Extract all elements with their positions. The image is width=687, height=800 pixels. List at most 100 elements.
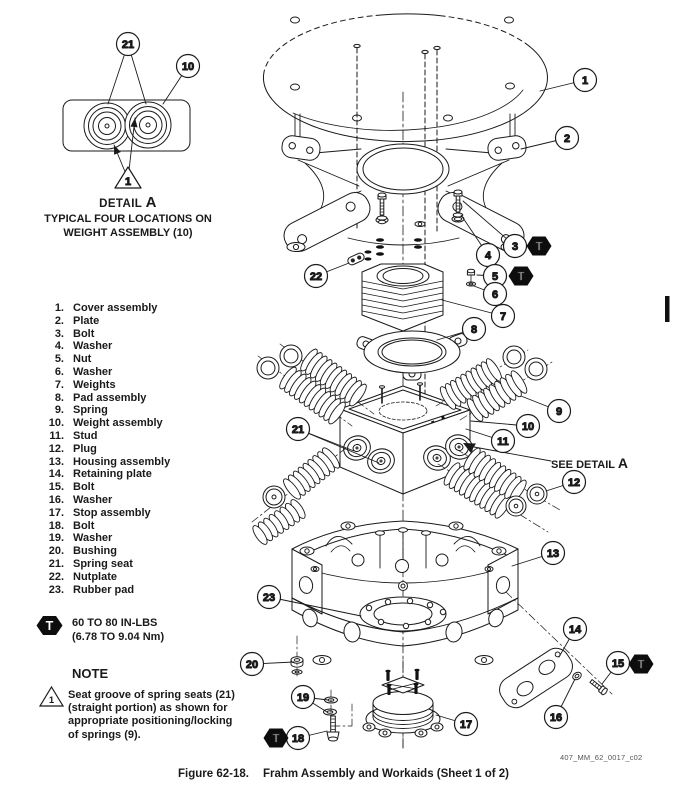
- svg-text:9: 9: [556, 406, 562, 418]
- spring: [283, 447, 340, 500]
- part-name: Washer: [73, 493, 113, 506]
- part-number: 21.: [48, 557, 64, 570]
- plug-cap: [505, 495, 527, 517]
- parts-list-item: 8. Pad assembly: [40, 392, 170, 405]
- parts-list-item: 15. Bolt: [40, 481, 170, 494]
- detail-a-caption: DETAIL A TYPICAL FOUR LOCATIONS ON WEIGH…: [38, 194, 218, 240]
- part-name: Bolt: [73, 481, 95, 494]
- part-number: 18.: [48, 519, 64, 532]
- svg-text:2: 2: [564, 133, 570, 145]
- callout-13: 13: [511, 540, 566, 567]
- note-line: Seat groove of spring seats (21): [68, 689, 235, 701]
- part-name: Spring seat: [73, 557, 133, 570]
- part-name: Pad assembly: [73, 391, 147, 404]
- callout-9: 9: [520, 395, 572, 424]
- pad-assembly: [356, 330, 468, 381]
- bolt-3-left: [376, 192, 388, 225]
- doc-reference: 407_MM_62_0017_c02: [560, 753, 643, 762]
- svg-text:10: 10: [182, 61, 194, 73]
- callout-11: 11: [465, 428, 516, 454]
- spring-seat-port: [445, 434, 473, 460]
- parts-list-item: 12. Plug: [40, 443, 170, 456]
- svg-text:T: T: [517, 269, 525, 283]
- callout-7: 7: [441, 299, 516, 329]
- bolt-18: [326, 689, 353, 742]
- callout-1: 1: [113, 117, 142, 189]
- note-line: (straight portion) as shown for: [68, 702, 228, 715]
- callout-10: 10: [162, 53, 201, 105]
- svg-text:3: 3: [512, 241, 518, 253]
- parts-list-item: 20. Bushing: [40, 545, 170, 558]
- svg-text:16: 16: [550, 712, 562, 724]
- parts-list-item: 19. Washer: [40, 532, 170, 545]
- part-name: Weight assembly: [73, 417, 163, 430]
- note-flag-icon: 1: [38, 685, 65, 707]
- callout-8: 8: [436, 316, 487, 342]
- svg-text:T: T: [272, 731, 280, 745]
- svg-text:23: 23: [263, 592, 275, 604]
- parts-list-item: 14. Retaining plate: [40, 468, 170, 481]
- svg-text:17: 17: [460, 719, 472, 731]
- part-name: Washer: [73, 340, 113, 353]
- svg-text:20: 20: [246, 659, 258, 671]
- part-number: 23.: [48, 583, 64, 596]
- revision-change-bar: [665, 296, 670, 322]
- torque-symbol: T: [508, 266, 534, 286]
- plug-dome: [524, 357, 548, 381]
- bolt-15: [589, 679, 608, 696]
- torque-values: 60 TO 80 IN-LBS (6.78 TO 9.04 Nm): [72, 617, 165, 643]
- part-name: Plug: [73, 442, 97, 455]
- parts-list-item: 2. Plate: [40, 315, 170, 328]
- svg-text:8: 8: [471, 324, 477, 336]
- part-name: Cover assembly: [73, 302, 158, 314]
- parts-list-item: 3. Bolt: [40, 328, 170, 341]
- torque-symbol-icon: T: [36, 616, 63, 635]
- part-number: 11.: [49, 429, 64, 442]
- part-number: 22.: [48, 570, 64, 583]
- washer-16: [572, 671, 582, 681]
- parts-list: 1. Cover assembly 2. Plate 3. Bolt 4. Wa…: [40, 302, 171, 596]
- detail-title: DETAIL A: [99, 194, 157, 211]
- bushing-20: [290, 656, 304, 675]
- figure-caption: Figure 62-18.Frahm Assembly and Workaids…: [178, 768, 509, 780]
- svg-text:15: 15: [612, 658, 624, 670]
- plug-cap: [262, 485, 286, 509]
- svg-text:13: 13: [547, 548, 559, 560]
- parts-list-item: 22. Nutplate: [40, 571, 170, 584]
- torque-symbol: T: [263, 728, 289, 748]
- see-detail-arrow: [463, 443, 552, 462]
- svg-text:19: 19: [297, 692, 309, 704]
- part-number: 12.: [48, 442, 64, 455]
- parts-list-item: 6. Washer: [40, 366, 170, 379]
- spring: [252, 499, 306, 545]
- part-number: 16.: [48, 493, 64, 506]
- svg-text:6: 6: [492, 289, 498, 301]
- callout-1: 1: [539, 67, 598, 93]
- part-name: Washer: [73, 365, 113, 378]
- svg-text:5: 5: [492, 271, 498, 283]
- part-number: 1.: [54, 302, 64, 314]
- part-name: Stop assembly: [73, 506, 151, 519]
- parts-list-item: 10. Weight assembly: [40, 417, 170, 430]
- part-number: 6.: [54, 365, 64, 378]
- spring-seat-port: [423, 445, 451, 471]
- callout-4: 4: [460, 214, 501, 268]
- see-detail-label: SEE DETAIL A: [551, 455, 628, 471]
- svg-text:1: 1: [582, 75, 588, 87]
- plug-dome: [279, 344, 303, 368]
- callout-14: 14: [558, 616, 588, 658]
- housing-assembly: [291, 520, 613, 695]
- part-name: Spring: [73, 404, 108, 417]
- callout-20: 20: [239, 651, 295, 677]
- parts-list-item: 21. Spring seat: [40, 558, 170, 571]
- callout-10: 10: [470, 413, 541, 439]
- stop-assembly: [362, 659, 444, 751]
- callout-15: 15: [601, 650, 631, 685]
- nut-5-washer-6: [465, 268, 477, 287]
- washer-stacks: [364, 238, 422, 261]
- spring-seat-port: [343, 435, 371, 461]
- parts-list-item: 5. Nut: [40, 353, 170, 366]
- parts-list-item: 9. Spring: [40, 404, 170, 417]
- part-number: 2.: [54, 314, 64, 327]
- detail-a-inset: [62, 99, 191, 152]
